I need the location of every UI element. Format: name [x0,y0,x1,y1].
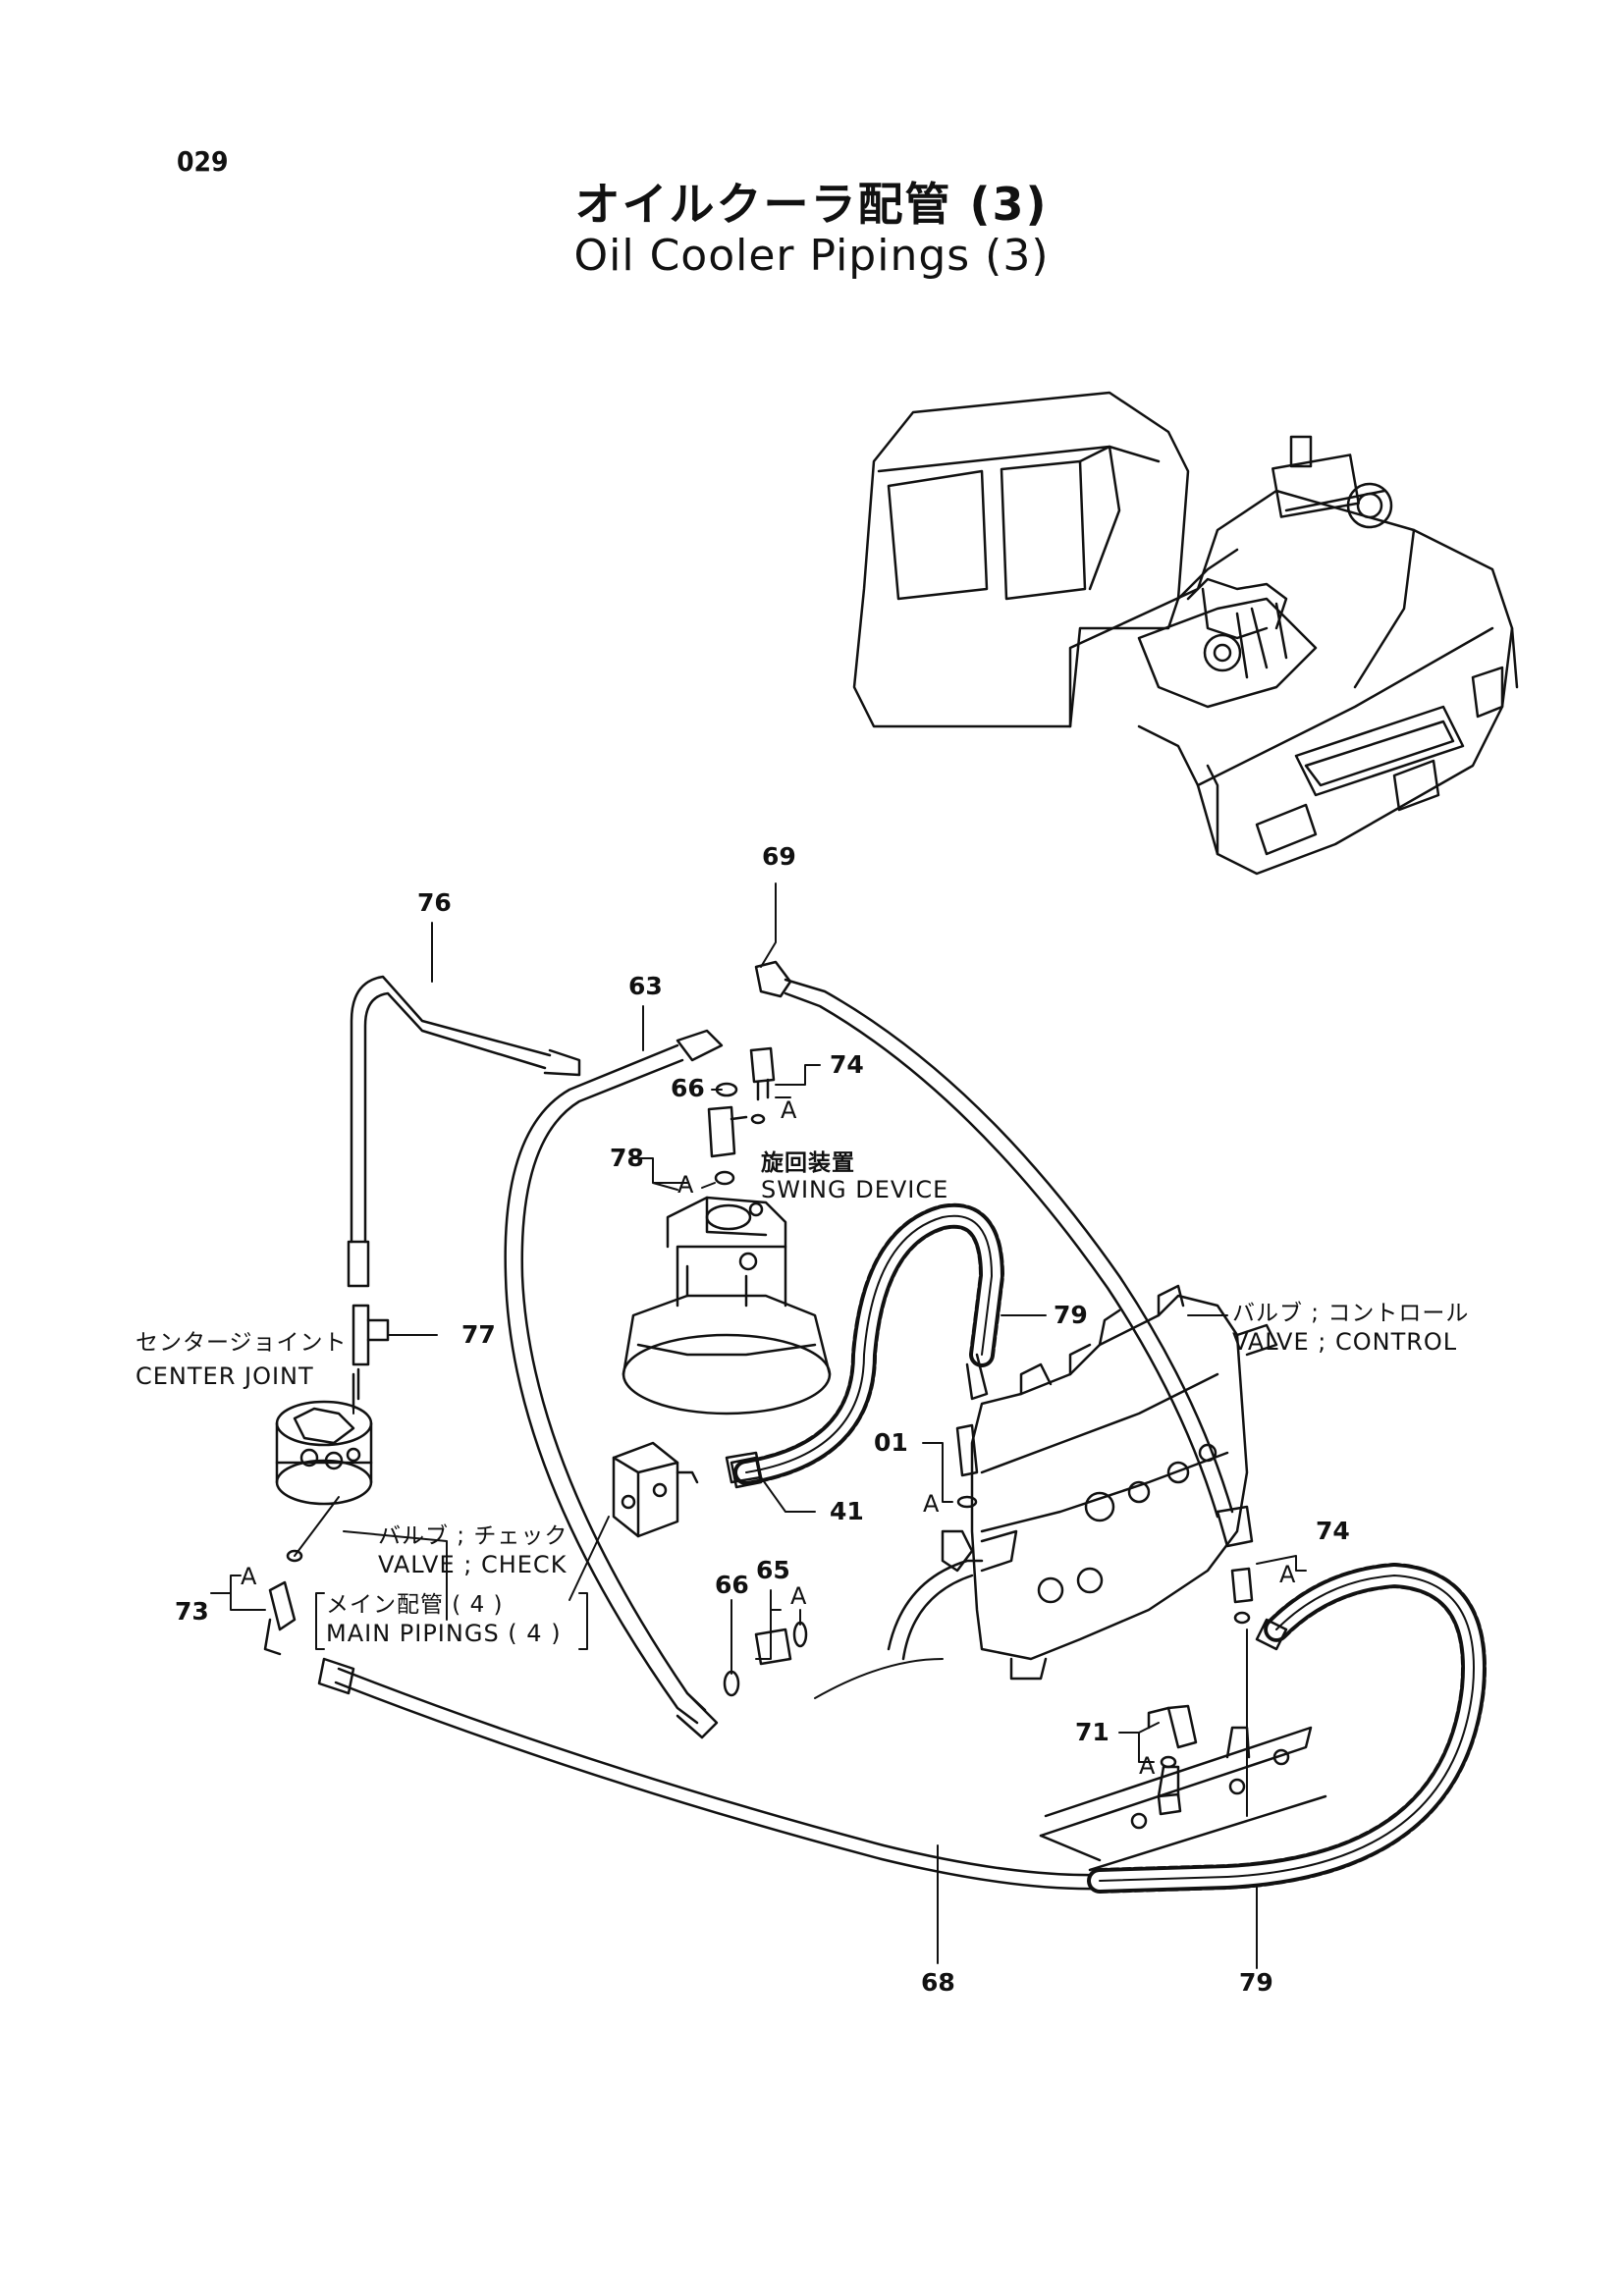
label-main-pipings-ja: メイン配管 ( 4 ) [326,1592,504,1618]
part-number-78: 78 [610,1144,644,1172]
excavator-overview-illustration [852,391,1519,876]
check-valve [612,1441,699,1538]
part-number-73: 73 [175,1597,209,1626]
hose-63 [504,1029,724,1739]
part-number-68: 68 [921,1968,955,1997]
part-number-69: 69 [762,842,796,871]
part-number-01: 01 [874,1428,908,1457]
label-check-valve-ja: バルブ ; チェック [378,1523,568,1549]
part-number-79-lower: 79 [1239,1968,1273,1997]
label-control-valve-en: VALVE ; CONTROL [1232,1328,1458,1356]
control-valve [941,1284,1278,1681]
main-pipings-bracket-right [578,1592,588,1650]
part-number-77: 77 [461,1320,496,1349]
leader-lines [210,882,1307,1969]
page-title-japanese: オイルクーラ配管 (3) [574,178,1049,231]
callout-a-74-upper: A [781,1096,797,1124]
page-number: 029 [177,145,229,178]
part-number-74-lower: 74 [1316,1517,1350,1545]
part-number-65: 65 [756,1556,790,1584]
callout-a-71: A [1139,1752,1156,1780]
page-title-english: Oil Cooler Pipings (3) [573,231,1050,281]
main-piping-rail [887,1559,1327,1872]
callout-a-78: A [677,1171,694,1199]
part-number-71: 71 [1075,1718,1109,1746]
callout-a-65: A [790,1582,807,1610]
part-number-66-lower: 66 [715,1571,749,1599]
label-check-valve-en: VALVE ; CHECK [378,1551,568,1578]
part-number-66-upper: 66 [671,1074,705,1102]
label-center-joint-en: CENTER JOINT [135,1362,314,1390]
hose-79-lower [1087,1563,1487,1894]
callout-a-01: A [923,1490,940,1518]
label-control-valve-ja: バルブ ; コントロール [1232,1301,1470,1326]
swing-device-motor [622,1196,832,1415]
hose-79-upper [730,1202,1004,1489]
hose-68 [317,1657,1102,1891]
part-number-74-upper: 74 [830,1050,864,1079]
hose-69 [754,960,1254,1548]
main-pipings-bracket-left [315,1592,325,1650]
fittings [263,1046,1254,1816]
callout-a-73: A [241,1563,257,1590]
part-number-79-upper: 79 [1054,1301,1088,1329]
part-number-76: 76 [417,888,452,917]
label-main-pipings-en: MAIN PIPINGS ( 4 ) [326,1620,562,1647]
center-joint [275,1367,373,1506]
label-center-joint-ja: センタージョイント [135,1330,348,1356]
hose-76 [347,975,581,1288]
part-number-41: 41 [830,1497,864,1525]
part-number-63: 63 [628,972,663,1000]
callout-a-74-lower: A [1279,1561,1296,1588]
label-swing-device-ja: 旋回装置 [761,1150,855,1176]
label-swing-device-en: SWING DEVICE [761,1176,949,1203]
